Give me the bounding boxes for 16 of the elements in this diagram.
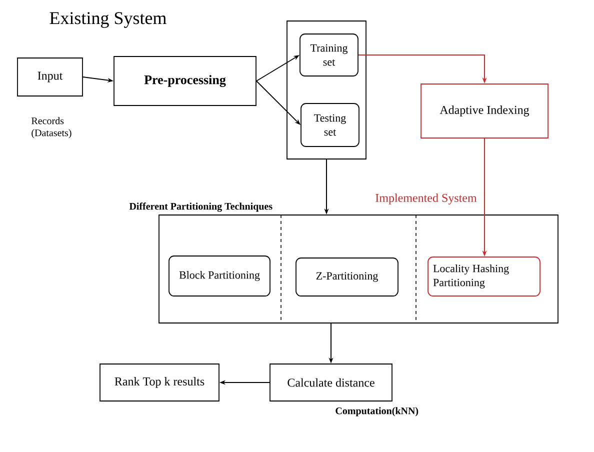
rounded-box: Training set bbox=[300, 34, 358, 76]
rounded-box: Testing set bbox=[300, 103, 360, 147]
container-box bbox=[286, 20, 366, 160]
note-text: Records (Datasets) bbox=[32, 117, 72, 138]
rounded-box: Z-Partitioning bbox=[296, 258, 398, 296]
heading: Implemented System bbox=[376, 194, 477, 204]
process-box: Calculate distance bbox=[270, 364, 392, 402]
process-box: Pre-processing bbox=[114, 56, 256, 106]
node-label: Different Partitioning Techniques bbox=[129, 202, 272, 212]
process-box: Rank Top k results bbox=[100, 364, 220, 402]
rounded-box: Locality Hashing Partitioning bbox=[428, 256, 540, 296]
heading: Existing System bbox=[50, 12, 166, 28]
note-text: Computation(kNN) bbox=[336, 407, 418, 416]
process-box: Input bbox=[17, 58, 83, 96]
rounded-box: Block Partitioning bbox=[168, 256, 270, 296]
process-box: Adaptive Indexing bbox=[420, 84, 548, 138]
